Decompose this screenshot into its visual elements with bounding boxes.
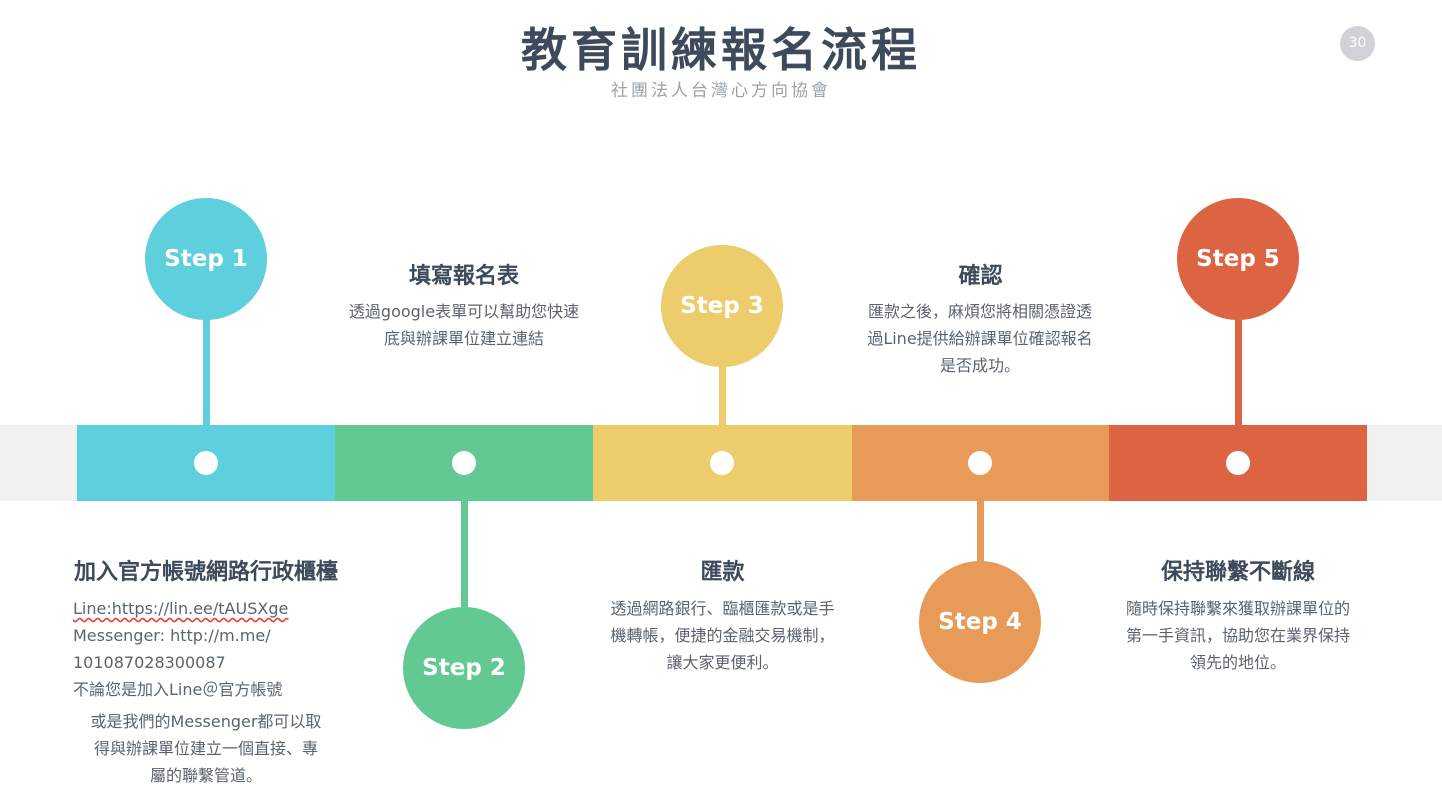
step-5-line-2: 第一手資訊，協助您在業界保持 xyxy=(1125,626,1350,645)
step-2-circle: Step 2 xyxy=(403,607,525,729)
step-1-line-text-3: 得與辦課單位建立一個直接、專 xyxy=(93,739,318,758)
timeline-dot-5 xyxy=(1226,451,1250,475)
timeline-dot-3 xyxy=(710,451,734,475)
step-2-description: 透過google表單可以幫助您快速 底與辦課單位建立連結 xyxy=(315,298,613,352)
step-1-circle: Step 1 xyxy=(145,198,267,320)
step-3-line-1: 透過網路銀行、臨櫃匯款或是手 xyxy=(610,599,835,618)
step-5-heading: 保持聯繫不斷線 xyxy=(1160,560,1315,585)
step-3-line-2: 機轉帳，便捷的金融交易機制， xyxy=(610,626,835,645)
connector-step-2 xyxy=(461,501,468,609)
page-subtitle: 社團法人台灣心方向協會 xyxy=(611,81,831,101)
step-1-line-messenger-id: 101087028300087 xyxy=(73,653,226,672)
step-1-heading: 加入官方帳號網路行政櫃檯 xyxy=(73,560,338,585)
step-4-description: 匯款之後，麻煩您將相關憑證透 過Line提供給辦課單位確認報名 是否成功。 xyxy=(830,298,1130,379)
connector-step-1 xyxy=(203,318,210,425)
timeline-dot-4 xyxy=(968,451,992,475)
page-number-badge: 30 xyxy=(1340,26,1375,61)
step-3-heading: 匯款 xyxy=(700,560,745,585)
step-4-line-1: 匯款之後，麻煩您將相關憑證透 xyxy=(867,302,1092,321)
step-2-line-1: 透過google表單可以幫助您快速 xyxy=(348,302,580,321)
step-1-line-text-2: 或是我們的Messenger都可以取 xyxy=(90,712,322,731)
step-1-description-centered: 或是我們的Messenger都可以取 得與辦課單位建立一個直接、專 屬的聯繫管道… xyxy=(56,708,356,789)
step-1-description: Line:https://lin.ee/tAUSXge Messenger: h… xyxy=(73,595,353,703)
timeline-dot-1 xyxy=(194,451,218,475)
step-2-line-2: 底與辦課單位建立連結 xyxy=(383,329,544,348)
step-3-description: 透過網路銀行、臨櫃匯款或是手 機轉帳，便捷的金融交易機制， 讓大家更便利。 xyxy=(573,595,872,676)
step-3-circle: Step 3 xyxy=(661,245,783,367)
connector-step-5 xyxy=(1235,318,1242,425)
step-2-heading: 填寫報名表 xyxy=(408,264,519,289)
step-5-line-1: 隨時保持聯繫來獲取辦課單位的 xyxy=(1125,599,1350,618)
page-title: 教育訓練報名流程 xyxy=(521,23,921,77)
step-4-circle: Step 4 xyxy=(919,561,1041,683)
connector-step-4 xyxy=(977,501,984,563)
step-4-heading: 確認 xyxy=(958,264,1003,289)
step-5-circle: Step 5 xyxy=(1177,198,1299,320)
step-4-line-3: 是否成功。 xyxy=(939,356,1020,375)
step-1-line-messenger: Messenger: http://m.me/ xyxy=(73,626,271,645)
connector-step-3 xyxy=(719,364,726,425)
step-1-line-text-1: 不論您是加入Line＠官方帳號 xyxy=(73,680,283,699)
step-1-line-text-4: 屬的聯繫管道。 xyxy=(149,766,262,785)
step-4-line-2: 過Line提供給辦課單位確認報名 xyxy=(867,329,1093,348)
step-5-description: 隨時保持聯繫來獲取辦課單位的 第一手資訊，協助您在業界保持 領先的地位。 xyxy=(1088,595,1388,676)
step-1-line-url-line: Line:https://lin.ee/tAUSXge xyxy=(73,599,289,618)
timeline-dot-2 xyxy=(452,451,476,475)
step-5-line-3: 領先的地位。 xyxy=(1189,653,1286,672)
step-3-line-3: 讓大家更便利。 xyxy=(666,653,779,672)
